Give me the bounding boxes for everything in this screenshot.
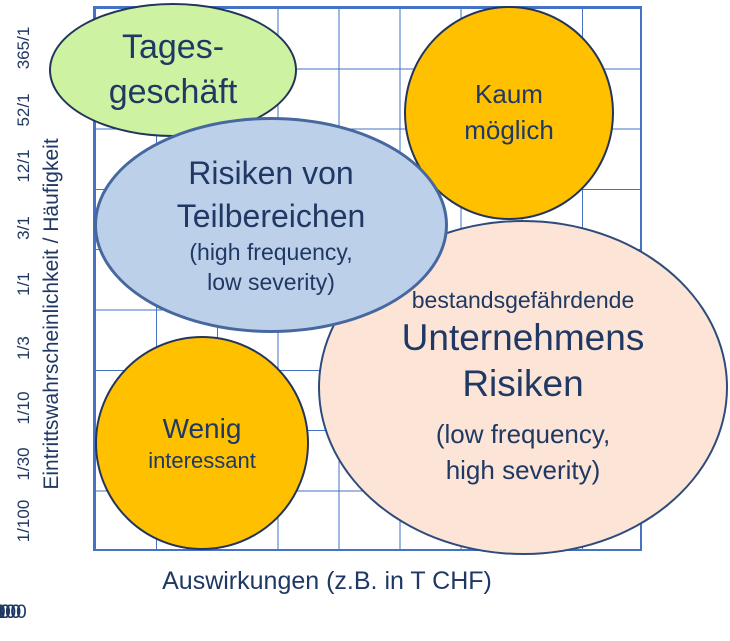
bubble-sub-line: interessant	[148, 448, 256, 474]
y-tick-365-1: 365/1	[14, 26, 33, 70]
bubble-main-line: Risiken	[462, 363, 584, 405]
bubble-main-line: Kaum	[475, 79, 543, 110]
x-tick-1: 1	[0, 602, 5, 624]
x-tick-100: 100	[0, 602, 16, 623]
y-tick-1-3: 1/3	[14, 336, 33, 360]
bubble-sub-line: high severity)	[445, 455, 601, 486]
bubble-sub-line: (high frequency,	[189, 238, 353, 265]
y-tick-1-1: 1/1	[14, 272, 33, 296]
x-tick-30: 30	[0, 602, 11, 623]
y-tick-1-30: 1/30	[14, 447, 33, 481]
x-tick-3: 3	[0, 602, 5, 624]
bubble-main-line: Unternehmens	[401, 317, 645, 359]
y-tick-52-1: 52/1	[14, 93, 33, 127]
x-tick-1000: 1000	[0, 602, 22, 623]
bubble-risiken-teilbereiche: Risiken von Teilbereichen (high frequenc…	[94, 117, 448, 333]
bubble-sub-line: low severity)	[207, 268, 335, 295]
bubble-main-line: Tages-	[121, 28, 225, 67]
bubble-main-line: geschäft	[108, 73, 238, 111]
bubble-kaum-moeglich: Kaum möglich	[404, 6, 614, 220]
x-tick-10: 10	[0, 602, 11, 623]
bubble-intro-line: bestandsgefährdende	[411, 287, 635, 314]
x-tick-3000: 3000	[0, 602, 22, 623]
bubble-main-line: Risiken von	[188, 155, 354, 192]
bubble-main-line: Teilbereichen	[176, 198, 366, 235]
y-tick-12-1: 12/1	[14, 149, 33, 183]
y-tick-3-1: 3/1	[14, 216, 33, 240]
bubble-subtext: (low frequency, high severity)	[436, 416, 610, 489]
y-axis-title: Eintrittswahrscheinlichkeit / Häufigkeit	[40, 138, 63, 490]
x-tick-300: 300	[0, 602, 16, 623]
bubble-main-line: Wenig	[162, 413, 242, 445]
x-tick-gt3000: >3000	[0, 602, 27, 623]
bubble-sub-line: (low frequency,	[435, 418, 611, 449]
bubble-tagesgeschaeft: Tages- geschäft	[49, 3, 297, 137]
x-axis-title: Auswirkungen (z.B. in T CHF)	[162, 567, 492, 595]
bubble-wenig-interessant: Wenig interessant	[95, 336, 309, 550]
y-tick-1-100: 1/100	[14, 499, 33, 543]
bubble-main-line: möglich	[464, 115, 554, 145]
y-tick-1-10: 1/10	[14, 391, 33, 425]
